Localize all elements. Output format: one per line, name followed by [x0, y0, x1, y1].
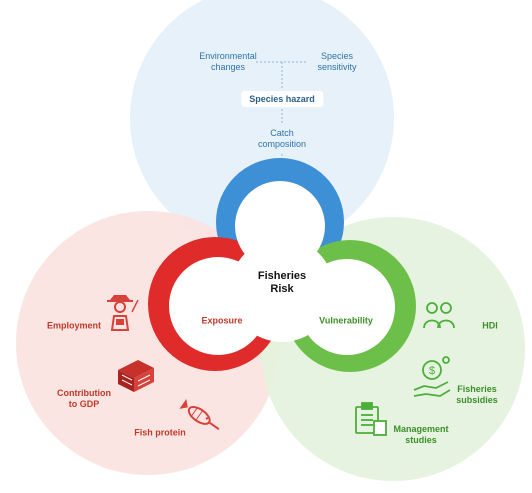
subsidy-hand-icon: $: [413, 356, 451, 397]
environmental-changes-label: Environmental changes: [199, 51, 257, 72]
fisher-icon: [107, 295, 139, 331]
vulnerability-label: Vulnerability: [319, 315, 373, 326]
contribution-to-gdp-label: Contribution to GDP: [57, 388, 111, 409]
fisheries-hazard-label: Fisheries hazard: [261, 211, 301, 232]
species-sensitivity-label: Species sensitivity: [317, 51, 357, 72]
catch-composition-label: Catch composition: [257, 128, 307, 149]
fish-icon: [179, 399, 220, 431]
species-hazard-label: Species hazard: [241, 91, 323, 107]
employment-label: Employment: [46, 320, 102, 331]
hdi-label: HDI: [482, 320, 498, 331]
money-stack-icon: [118, 360, 154, 392]
svg-text:$: $: [429, 365, 435, 377]
people-icon: [423, 302, 455, 329]
clipboard-icon: [355, 402, 387, 436]
center-cloud: [169, 181, 395, 355]
management-studies-label: Management studies: [393, 424, 449, 445]
exposure-label: Exposure: [201, 315, 243, 326]
fisheries-subsidies-label: Fisheries subsidies: [456, 384, 498, 405]
fish-protein-label: Fish protein: [134, 427, 186, 438]
fisheries-risk-title: Fisheries Risk: [257, 270, 307, 295]
